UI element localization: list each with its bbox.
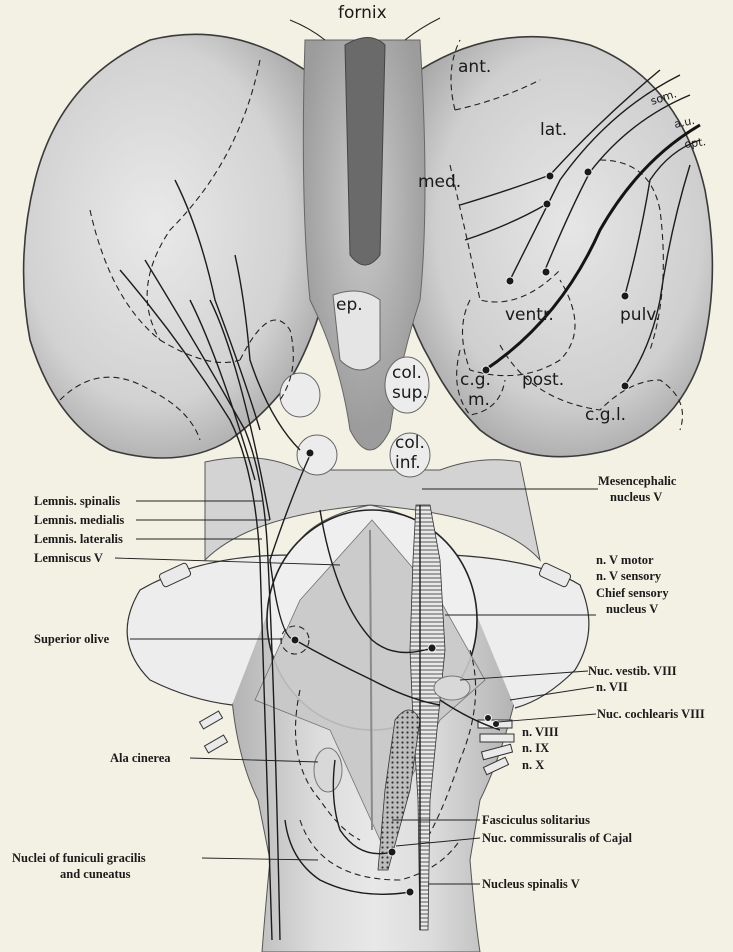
label-ep: ep. (336, 295, 363, 315)
cell-pulv (621, 292, 629, 300)
nerve-stumps-left (199, 711, 227, 753)
label-nuclei-funiculi-2: and cuneatus (60, 867, 131, 881)
third-ventricle (345, 38, 385, 266)
label-nuclei-funiculi-1: Nuclei of funiculi gracilis (12, 851, 146, 865)
colliculus-superior-left (280, 373, 320, 417)
cell-gracilis (406, 888, 414, 896)
label-lemnis-spinalis: Lemnis. spinalis (34, 494, 120, 508)
label-nucleus-spinalis: Nucleus spinalis V (482, 877, 580, 891)
label-lat: lat. (540, 120, 567, 140)
cell-olive (291, 636, 299, 644)
label-post: post. (522, 370, 564, 390)
label-chief-sensory-2: nucleus V (606, 602, 658, 616)
label-chief-sensory-1: Chief sensory (596, 586, 669, 600)
label-fornix: fornix (338, 3, 387, 23)
cell-lat-2 (584, 168, 592, 176)
cell-med (543, 200, 551, 208)
label-lemnis-medialis: Lemnis. medialis (34, 513, 124, 527)
label-mesencephalic-2: nucleus V (610, 490, 662, 504)
label-cgl: c.g.l. (585, 405, 626, 425)
label-mesencephalic-1: Mesencephalic (598, 474, 677, 488)
cell-solitarius (388, 848, 396, 856)
label-n-v-motor: n. V motor (596, 553, 654, 567)
label-nuc-vestib: Nuc. vestib. VIII (588, 664, 677, 678)
ala-cinerea-oval (314, 748, 342, 792)
label-med: med. (418, 172, 461, 192)
cell-lat-1 (546, 172, 554, 180)
cell-ventr-2 (542, 268, 550, 276)
label-n-x: n. X (522, 758, 544, 772)
label-col-inf-1: col. (395, 433, 425, 453)
label-col-inf-2: inf. (395, 453, 421, 473)
label-n-viii: n. VIII (522, 725, 559, 739)
label-cgm-1: c.g. (460, 370, 491, 390)
label-ala-cinerea: Ala cinerea (110, 751, 171, 765)
cell-cochlear-1 (485, 715, 492, 722)
cell-ventr-1 (506, 277, 514, 285)
colliculus-inferior-left (297, 435, 337, 475)
label-pulv: pulv. (620, 305, 660, 325)
label-n-v-sensory: n. V sensory (596, 569, 662, 583)
label-cgm-2: m. (468, 390, 490, 410)
label-superior-olive: Superior olive (34, 632, 110, 646)
label-ant: ant. (458, 57, 491, 77)
label-lemnis-lateralis: Lemnis. lateralis (34, 532, 123, 546)
label-lemniscus-v: Lemniscus V (34, 551, 103, 565)
cell-chief-sensory (428, 644, 436, 652)
label-n-vii: n. VII (596, 680, 628, 694)
label-fasciculus-solitarius: Fasciculus solitarius (482, 813, 590, 827)
leader-nuc-cochlearis (498, 714, 596, 722)
cell-cgl (621, 382, 629, 390)
label-col-sup-1: col. (392, 363, 422, 383)
label-nuc-commissuralis: Nuc. commissuralis of Cajal (482, 831, 633, 845)
label-opt: opt. (684, 135, 707, 151)
label-nuc-cochlearis: Nuc. cochlearis VIII (597, 707, 705, 721)
label-ventr: ventr. (505, 305, 554, 325)
cell-colinf (306, 449, 314, 457)
fornix-arrow-right (405, 18, 440, 40)
label-n-ix: n. IX (522, 741, 549, 755)
label-col-sup-2: sup. (392, 383, 428, 403)
fornix-arrow-left (290, 20, 325, 40)
